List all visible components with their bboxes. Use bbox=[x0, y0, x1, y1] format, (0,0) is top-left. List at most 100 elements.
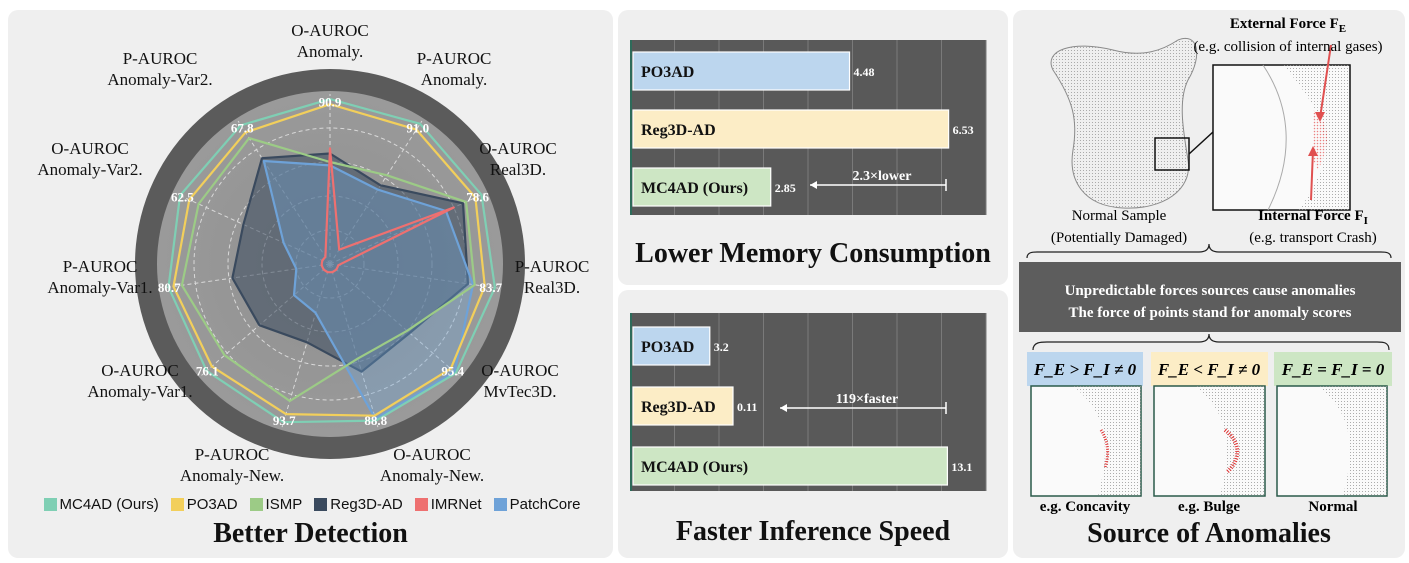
bar-category-label: PO3AD bbox=[641, 339, 694, 356]
bar-po3ad bbox=[632, 51, 851, 91]
bar-value-label: 6.53 bbox=[953, 123, 974, 137]
bar-category-label: PO3AD bbox=[641, 64, 694, 81]
brace bbox=[1026, 243, 1392, 259]
case-2-caption: e.g. Bulge bbox=[1178, 499, 1240, 515]
bar-value-label: 13.1 bbox=[951, 460, 972, 474]
bar-value-label: 4.48 bbox=[854, 65, 875, 79]
internal-force-label: Internal Force FI bbox=[1258, 208, 1368, 227]
external-force-note: (e.g. collision of internal gases) bbox=[1193, 39, 1382, 55]
radar-series-imrnet bbox=[320, 147, 455, 274]
radar-value-label: 80.7 bbox=[158, 280, 181, 295]
banner bbox=[1019, 262, 1401, 332]
legend-swatch bbox=[249, 498, 263, 511]
bar-value-label: 0.11 bbox=[737, 400, 757, 414]
legend-label: ISMP bbox=[265, 496, 303, 513]
radar-value-label: 76.1 bbox=[196, 363, 219, 378]
case-3-caption: Normal bbox=[1308, 499, 1357, 515]
radar-value-label: 88.8 bbox=[364, 413, 387, 428]
memory-title: Lower Memory Consumption bbox=[635, 238, 991, 269]
bar-po3ad bbox=[632, 326, 711, 366]
external-force-label: External Force FE bbox=[1230, 16, 1346, 35]
bar-reg3d-ad bbox=[632, 386, 734, 426]
legend-item: PO3AD bbox=[170, 496, 238, 513]
case-2: F_E < F_I ≠ 0 e.g. Bulge bbox=[1151, 352, 1268, 515]
bar-mc4ad-ours bbox=[632, 446, 948, 486]
legend-label: Reg3D-AD bbox=[330, 496, 403, 513]
bar-value-label: 2.85 bbox=[775, 181, 796, 195]
legend-item: Reg3D-AD bbox=[314, 496, 403, 513]
legend-label: PO3AD bbox=[186, 496, 238, 513]
annotation-label: 119×faster bbox=[836, 392, 898, 407]
legend-item: ISMP bbox=[249, 496, 303, 513]
annotation-arrowhead bbox=[810, 181, 817, 189]
legend-swatch bbox=[43, 498, 57, 511]
case-3-label: F_E = F_I = 0 bbox=[1281, 360, 1385, 379]
radar-series-po3ad bbox=[172, 103, 486, 417]
legend-item: PatchCore bbox=[493, 496, 581, 513]
banner-line2: The force of points stand for anomaly sc… bbox=[1069, 305, 1352, 321]
source-title: Source of Anomalies bbox=[1087, 518, 1331, 549]
radar-value-label: 83.7 bbox=[479, 280, 502, 295]
case-1-caption: e.g. Concavity bbox=[1040, 499, 1131, 515]
radar-value-label: 93.7 bbox=[273, 413, 296, 428]
radar-series-mc4ad-ours bbox=[167, 97, 496, 424]
radar-value-label: 90.9 bbox=[319, 95, 342, 110]
radar-legend: MC4AD (Ours) PO3AD ISMP Reg3D-AD IMRNet Patch… bbox=[12, 496, 612, 513]
bar-reg3d-ad bbox=[632, 109, 950, 149]
brace-cases bbox=[1032, 333, 1390, 351]
banner-line1: Unpredictable forces sources cause anoma… bbox=[1065, 283, 1356, 299]
radar-value-label: 67.8 bbox=[231, 120, 254, 135]
bar-category-label: Reg3D-AD bbox=[641, 399, 716, 416]
legend-swatch bbox=[493, 498, 507, 511]
legend-item: MC4AD (Ours) bbox=[43, 496, 159, 513]
internal-force-note: (e.g. transport Crash) bbox=[1249, 230, 1376, 246]
source-panel: External Force FE (e.g. collision of int… bbox=[1013, 10, 1405, 558]
radar-value-label: 91.0 bbox=[406, 120, 429, 135]
annotation-label: 2.3×lower bbox=[853, 169, 912, 184]
annotation-arrowhead bbox=[780, 404, 787, 412]
speed-title: Faster Inference Speed bbox=[675, 516, 951, 547]
radar-series-reg3d-ad bbox=[231, 152, 470, 373]
bar-category-label: Reg3D-AD bbox=[641, 122, 716, 139]
case-2-label: F_E < F_I ≠ 0 bbox=[1157, 360, 1261, 379]
normal-sample-note: (Potentially Damaged) bbox=[1051, 230, 1187, 246]
zoom-view bbox=[1212, 44, 1351, 211]
legend-item: IMRNet bbox=[414, 496, 482, 513]
vase-illustration bbox=[1050, 37, 1214, 209]
source-diagram: External Force FE (e.g. collision of int… bbox=[1019, 16, 1401, 515]
legend-swatch bbox=[170, 498, 184, 511]
radar-series-ismp bbox=[180, 137, 476, 403]
legend-label: IMRNet bbox=[430, 496, 482, 513]
radar-title: Better Detection bbox=[213, 518, 408, 549]
bar-mc4ad-ours bbox=[632, 167, 772, 207]
radar-value-label: 95.4 bbox=[441, 363, 464, 378]
radar-value-label: 78.6 bbox=[466, 190, 489, 205]
case-3: F_E = F_I = 0 Normal bbox=[1274, 352, 1392, 515]
normal-sample-label: Normal Sample bbox=[1072, 208, 1167, 224]
case-1: F_E > F_I ≠ 0 e.g. Concavity bbox=[1027, 352, 1143, 515]
bar-category-label: MC4AD (Ours) bbox=[641, 459, 748, 476]
case-1-label: F_E > F_I ≠ 0 bbox=[1033, 360, 1137, 379]
bar-value-label: 3.2 bbox=[714, 340, 729, 354]
legend-label: PatchCore bbox=[509, 496, 581, 513]
legend-swatch bbox=[414, 498, 428, 511]
legend-label: MC4AD (Ours) bbox=[59, 496, 159, 513]
radar-value-label: 62.5 bbox=[171, 190, 194, 205]
